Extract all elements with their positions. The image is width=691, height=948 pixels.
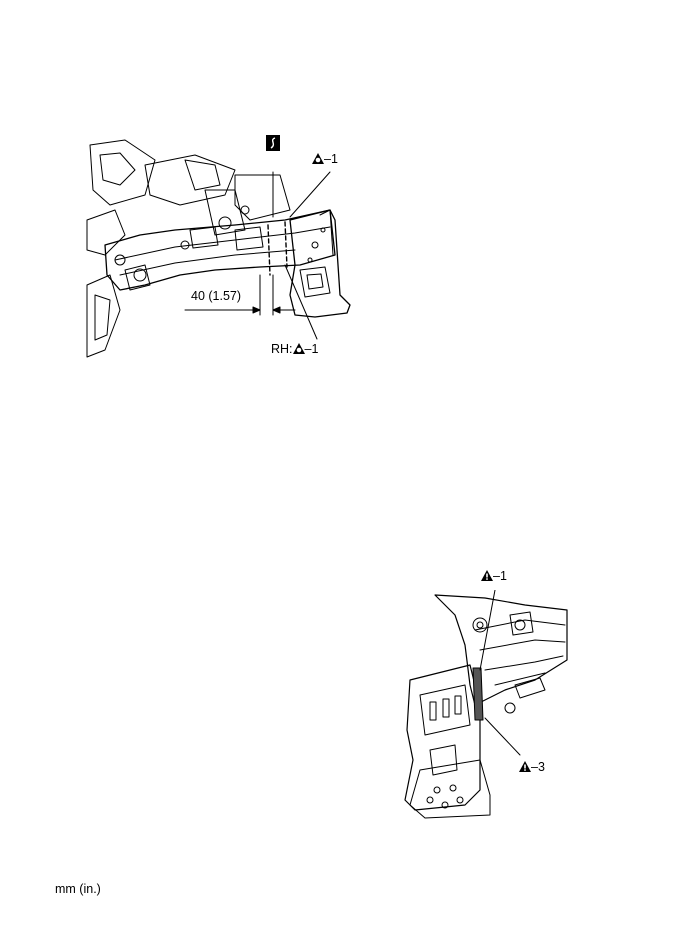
callout-number-bottom: 1 [311,342,319,356]
callout-separator: – [324,152,331,166]
callout-separator: – [304,342,312,356]
callout-separator: – [531,760,538,774]
sectioning-symbol [266,135,280,151]
callout-number-top: 1 [499,569,507,583]
front-side-member-illustration [86,135,351,358]
figure-front-side-member [85,135,375,365]
caution-callout-bottom: –3 [519,761,545,774]
weld-callout-top: –1 [312,153,338,166]
caution-triangle-icon [481,570,493,581]
caution-triangle-icon [519,761,531,772]
callout-number-top: 1 [330,152,338,166]
caution-callout-top: –1 [481,570,507,583]
rh-prefix: RH: [271,342,293,356]
figure-front-bracket [395,589,570,820]
weld-point-icon [292,343,305,354]
callout-number-bottom: 3 [537,760,545,774]
dimension-label: 40 (1.57) [191,289,242,303]
weld-point-icon [312,153,324,164]
front-bracket-illustration [404,589,568,819]
weld-callout-bottom: RH: –1 [271,343,318,356]
unit-note: mm (in.) [55,882,101,896]
callout-separator: – [493,569,500,583]
